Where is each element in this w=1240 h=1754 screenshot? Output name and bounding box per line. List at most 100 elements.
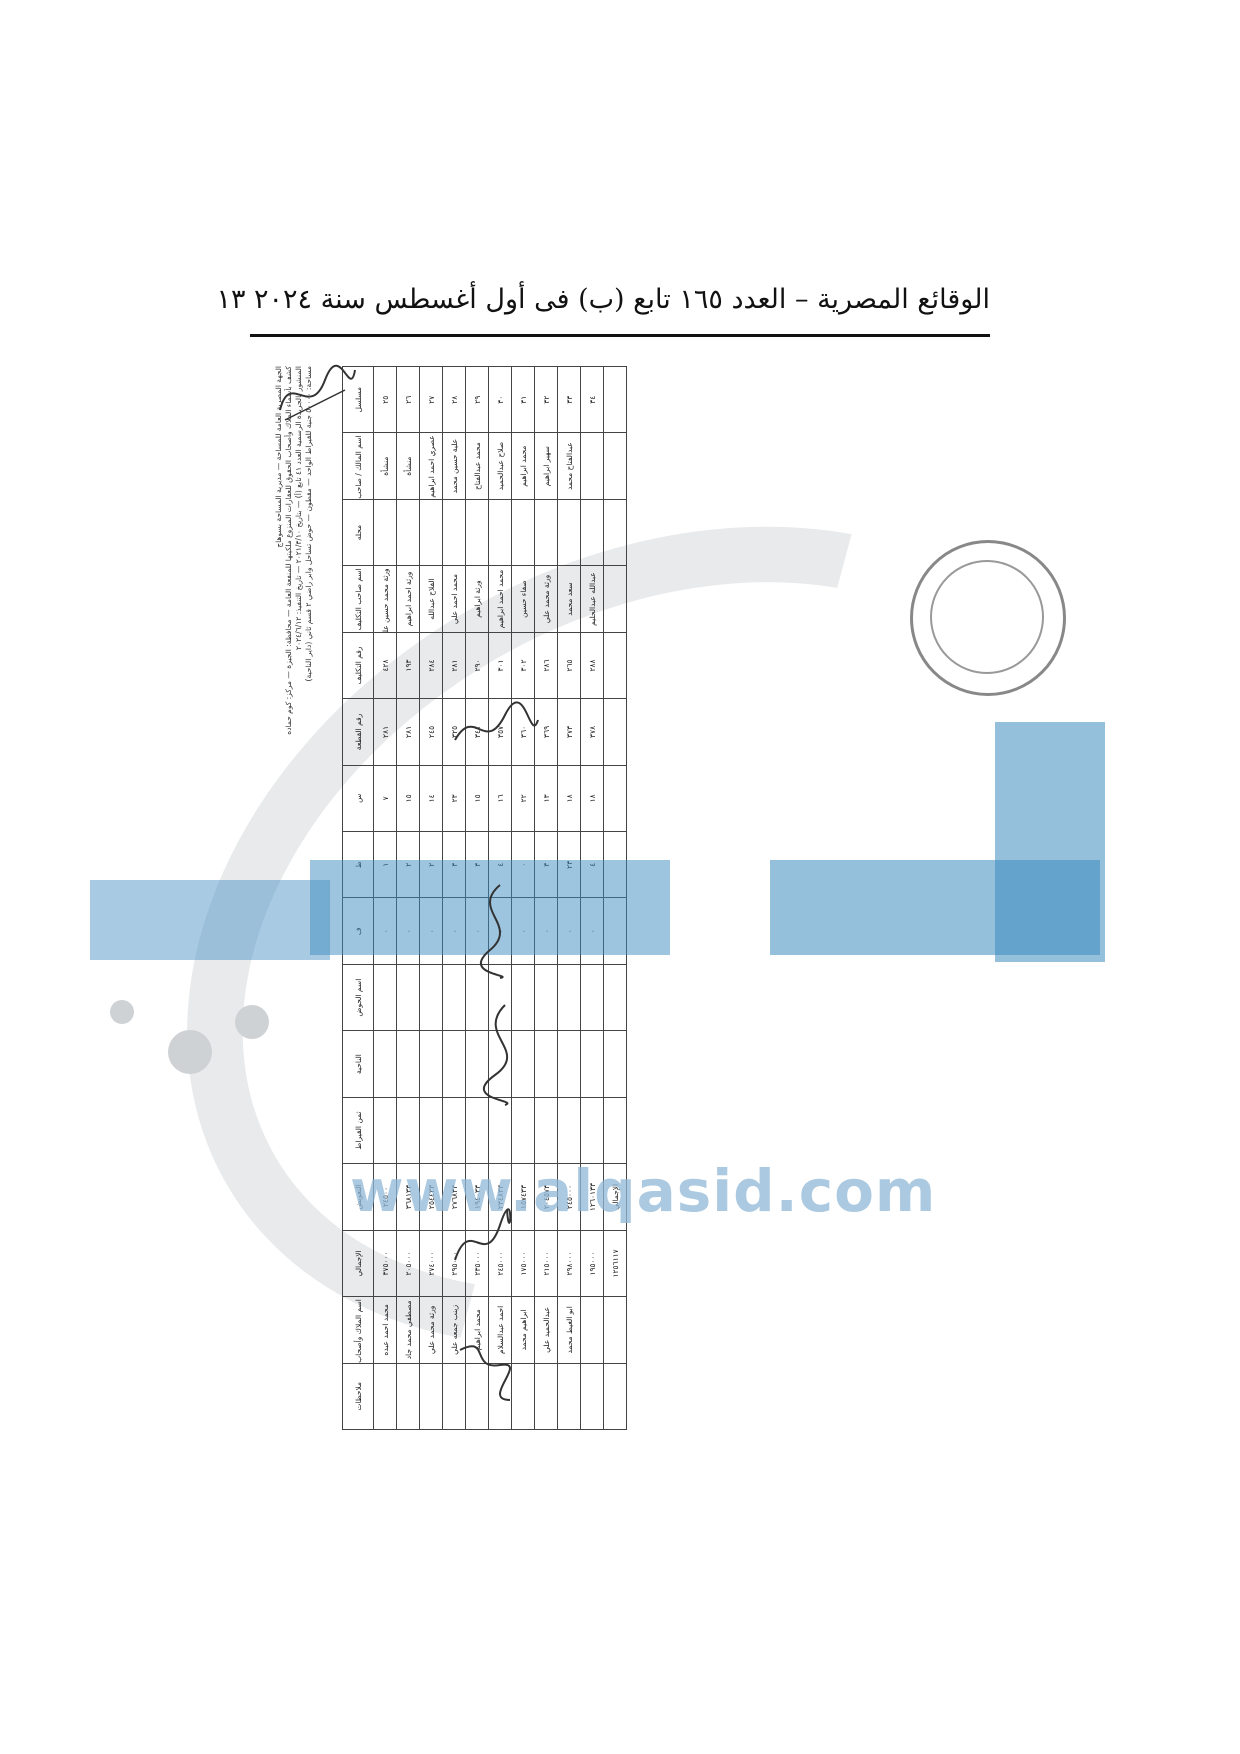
watermark-shape <box>90 880 330 960</box>
table-cell: الفلاح عبدالله <box>419 565 443 633</box>
table-cell <box>534 499 558 566</box>
table-cell: ٢٦٥ <box>557 632 581 699</box>
table-cell <box>580 1363 604 1430</box>
table-cell: ٢١٥٠٠٠ <box>534 1230 558 1297</box>
table-cell <box>603 366 627 433</box>
table-cell <box>557 499 581 566</box>
table-cell: ٣٧٨ <box>580 698 604 766</box>
table-cell <box>442 499 466 566</box>
table-cell <box>396 1030 420 1098</box>
table-cell: سهير ابراهيم <box>534 432 558 500</box>
table-cell: محمد احمد ابراهيم <box>488 565 512 633</box>
table-cell: منشأة <box>373 432 397 500</box>
table-cell <box>419 1363 443 1430</box>
table-cell: ٢٨٦ <box>534 632 558 699</box>
table-cell <box>603 1363 627 1430</box>
handwritten-signature <box>483 1004 509 1106</box>
table-cell <box>580 1296 604 1364</box>
table-cell <box>557 1030 581 1098</box>
table-cell <box>373 499 397 566</box>
table-cell: صلاح عبدالحميد <box>488 432 512 500</box>
table-column-header: الإجمالي <box>342 1230 374 1297</box>
page-header: الوقائع المصرية – العدد ١٦٥ تابع (ب) فى … <box>216 284 990 315</box>
table-cell <box>580 964 604 1031</box>
table-column-header: محله <box>342 499 374 566</box>
table-cell: ورثة احمد ابراهيم <box>396 565 420 633</box>
table-cell: ٢٨١ <box>396 698 420 766</box>
table-cell <box>373 1363 397 1430</box>
handwritten-signature <box>454 1208 512 1261</box>
table-cell <box>511 499 535 566</box>
table-cell: ورثة محمد علي <box>419 1296 443 1364</box>
table-cell: ٣٢ <box>534 366 558 433</box>
table-cell <box>419 1097 443 1164</box>
table-cell: ٢٨ <box>442 366 466 433</box>
table-cell: ٣١ <box>511 366 535 433</box>
table-cell <box>603 565 627 633</box>
table-cell: ورثة ابراهيم <box>465 565 489 633</box>
table-cell: ٢٣ <box>442 765 466 832</box>
table-cell: ٢٥ <box>373 366 397 433</box>
table-cell <box>396 1363 420 1430</box>
table-cell: ٢٦ <box>396 366 420 433</box>
table-column-header: رقم القطعة <box>342 698 374 766</box>
table-cell <box>603 432 627 500</box>
table-cell: ٣٠١ <box>488 632 512 699</box>
table-cell <box>603 1296 627 1364</box>
table-cell <box>603 698 627 766</box>
table-cell: عبدالحميد علي <box>534 1296 558 1364</box>
table-cell: ٢٩٠ <box>465 632 489 699</box>
table-cell: سعد محمد <box>557 565 581 633</box>
table-cell: ورثة محمد حسين علي <box>373 565 397 633</box>
table-cell <box>603 1097 627 1164</box>
table-cell: ٧ <box>373 765 397 832</box>
table-cell <box>580 499 604 566</box>
table-cell: ٢٨١ <box>373 698 397 766</box>
table-cell: ٢٨١ <box>442 632 466 699</box>
table-column-header: ملاحظات <box>342 1363 374 1430</box>
table-cell: ٢٧ <box>419 366 443 433</box>
table-column-header: الناحية <box>342 1030 374 1098</box>
table-cell <box>603 1030 627 1098</box>
table-cell: ٣٣ <box>557 366 581 433</box>
table-cell: محمد احمد عبده <box>373 1296 397 1364</box>
table-cell <box>580 1097 604 1164</box>
table-cell: ٢٢ <box>511 765 535 832</box>
table-cell <box>396 499 420 566</box>
table-cell: ٢٩٨٠٠٠ <box>557 1230 581 1297</box>
watermark-dot <box>110 1000 134 1024</box>
handwritten-signature <box>279 364 356 421</box>
table-column-header: ثمن القيراط <box>342 1097 374 1164</box>
table-cell: ١٩٥٠٠٠ <box>580 1230 604 1297</box>
header-rule <box>250 334 990 337</box>
table-cell <box>396 1097 420 1164</box>
table-cell: محمد عبدالفتاح <box>465 432 489 500</box>
table-cell: ٢٩ <box>465 366 489 433</box>
watermark-dot <box>235 1005 269 1039</box>
table-cell: مصطفي محمد جاد <box>396 1296 420 1364</box>
table-cell <box>419 1030 443 1098</box>
table-cell: ورثة محمد علي <box>534 565 558 633</box>
table-cell <box>373 1030 397 1098</box>
table-cell: ١٤ <box>419 765 443 832</box>
table-column-header: اسم الحوض <box>342 964 374 1031</box>
table-cell: ٣٤ <box>580 366 604 433</box>
table-cell: ابو الغيط محمد <box>557 1296 581 1364</box>
table-cell <box>442 1030 466 1098</box>
table-cell: ١٥ <box>396 765 420 832</box>
table-cell <box>603 765 627 832</box>
table-cell <box>603 499 627 566</box>
table-cell: صفاء حسين <box>511 565 535 633</box>
table-column-header: اسم الملاك وأصحاب الحقوق <box>342 1296 374 1364</box>
watermark-shape <box>770 860 1100 955</box>
watermark-dot <box>168 1030 212 1074</box>
table-cell <box>396 964 420 1031</box>
table-cell: ٢٤٥ <box>419 698 443 766</box>
table-cell <box>419 499 443 566</box>
table-cell: ١٨ <box>580 765 604 832</box>
table-cell: منشأة <box>396 432 420 500</box>
table-cell: ٣٧٥٠٠٠ <box>373 1230 397 1297</box>
table-cell: عصري احمد ابراهيم <box>419 432 443 500</box>
table-cell <box>534 1363 558 1430</box>
table-cell <box>603 964 627 1031</box>
